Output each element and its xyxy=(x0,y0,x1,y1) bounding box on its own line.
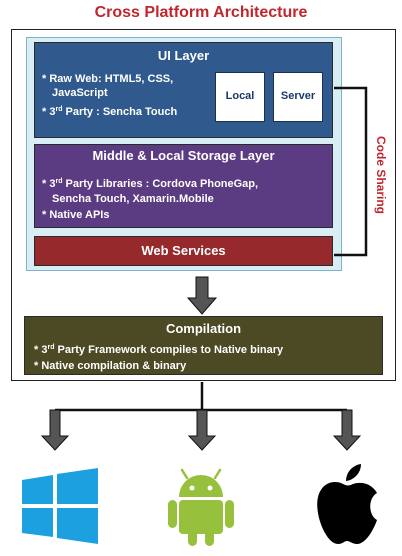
middle-storage-layer: Middle & Local Storage Layer * 3rd Party… xyxy=(34,144,333,228)
local-box: Local xyxy=(215,72,265,122)
arrow-to-android xyxy=(187,409,217,451)
server-box: Server xyxy=(273,72,323,122)
code-sharing-label: Code Sharing xyxy=(374,136,388,215)
android-icon xyxy=(168,468,234,546)
arrow-to-compilation xyxy=(186,276,218,315)
compilation-layer: Compilation * 3rd Party Framework compil… xyxy=(24,316,383,375)
arrow-to-windows xyxy=(40,409,70,451)
ui-layer-heading: UI Layer xyxy=(157,48,210,63)
code-sharing-bracket xyxy=(334,86,368,257)
middle-layer-bullet: * Native APIs xyxy=(42,209,110,221)
apple-icon xyxy=(317,464,377,544)
middle-layer-heading: Middle & Local Storage Layer xyxy=(92,148,275,163)
web-services-label: Web Services xyxy=(141,243,226,258)
diagram-title: Cross Platform Architecture xyxy=(94,4,308,21)
compilation-bullet: * 3rd Party Framework compiles to Native… xyxy=(34,344,284,356)
ui-layer: UI Layer * Raw Web: HTML5, CSS, JavaScri… xyxy=(34,42,333,138)
middle-layer-bullet: Sencha Touch, Xamarin.Mobile xyxy=(52,193,214,205)
middle-layer-bullet: * 3rd Party Libraries : Cordova PhoneGap… xyxy=(42,178,259,190)
compilation-heading: Compilation xyxy=(165,321,242,336)
compilation-bullet: * Native compilation & binary xyxy=(34,360,187,372)
ui-layer-bullet: JavaScript xyxy=(52,87,108,99)
arrow-to-apple xyxy=(332,409,362,451)
web-services-layer: Web Services xyxy=(34,236,333,266)
ui-layer-bullet: * Raw Web: HTML5, CSS, xyxy=(42,73,174,85)
ui-layer-bullet: * 3rd Party : Sencha Touch xyxy=(42,106,178,118)
windows-icon xyxy=(22,468,98,544)
